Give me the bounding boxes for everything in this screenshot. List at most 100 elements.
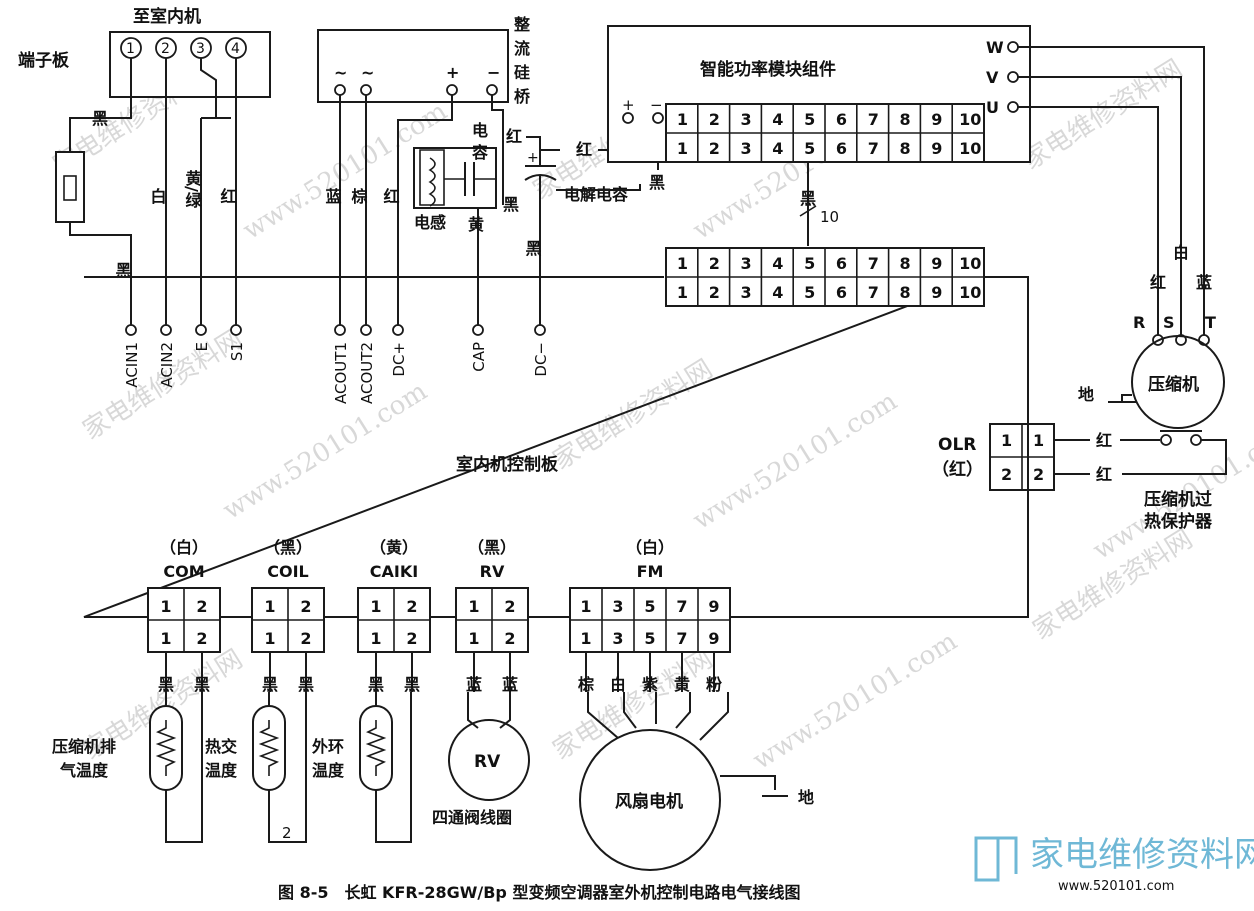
connector-pin: 5 [644,629,655,648]
rv-coil: RV 四通阀线圈 [432,692,530,827]
connector-pin: 1 [264,629,275,648]
fm-lead [587,692,619,739]
wire-color-label: 白 [148,187,167,204]
logo-url: www.520101.com [1058,879,1174,894]
connector-pin: 1 [370,629,381,648]
watermark-url: www.520101.com [748,626,963,776]
connector-pin: 9 [708,629,719,648]
fan-ground-label: 地 [798,788,814,807]
sensor-return [165,692,203,843]
inductor-icon [428,157,436,207]
fuse-wiring: 黑 黑 白 黄/绿 红 [55,58,237,325]
wire-color-label: 黄/绿 [183,169,202,209]
connector-pin: 8 [900,283,911,302]
connector-pin: 10 [959,254,981,273]
rectifier-title: 硅 [514,63,530,82]
wire-color-label: 黑 [262,675,278,694]
ipm-plus: + [622,96,635,114]
wire-color-label: 红 [1096,431,1112,450]
protector-label: 压缩机过 [1144,489,1212,510]
terminal-board-label: 端子板 [18,50,70,71]
capacitor-label: 电 [472,121,488,140]
wire-color-label: 黄 [674,675,690,694]
wire-color-label: 红 [576,140,592,159]
connector-pin: 7 [868,139,879,158]
connector-pin: 9 [708,597,719,616]
connector-pin: 2 [709,283,720,302]
site-logo: 家电维修资料网 www.520101.com [974,835,1254,894]
connector-pin: 10 [959,283,981,302]
olr-pin: 2 [1033,465,1044,484]
inductor-cap-frame [413,147,497,209]
wire-color-label: 黑 [158,675,174,694]
connector-color-label: （黑） [468,538,516,557]
connector-pin: 6 [836,283,847,302]
bus-slash [799,205,817,217]
phase-color-label: 蓝 [1196,273,1212,292]
sensor-label: 热交 [205,737,237,756]
logo-text: 家电维修资料网 [1030,835,1254,875]
control-board-title: 室内机控制板 [456,454,559,475]
wire-color-label: 黑 [194,675,210,694]
rectifier-term-symbol: + [446,63,459,82]
board-terminal-label: CAP [470,342,488,372]
connector-pin: 8 [900,254,911,273]
connector-pin: 10 [959,110,981,129]
connector-pin: 9 [931,283,942,302]
olr-connector: OLR （红） 1 1 2 2 红 红 压缩机过 热保护器 [932,423,1227,532]
wire-color-label: 紫 [642,675,658,694]
sensor-return [375,692,412,843]
board-terminal-label: ACOUT1 [332,342,350,404]
olr-pin: 2 [1001,465,1012,484]
phase-letter: V [986,68,999,87]
rectifier-terminal [486,84,498,96]
rectifier-term-symbol: ~ [334,63,347,82]
fan-motor-body [579,729,721,871]
watermark-site: 家电维修资料网 [1018,54,1188,176]
fuse-icon [63,175,77,201]
connector-pin: 7 [676,629,687,648]
sensor-label: 温度 [204,761,238,780]
board-terminal [534,324,546,336]
phase-terminal [1007,41,1019,53]
rectifier-bridge: 整 流 硅 桥 ~ ~ + − 蓝 棕 红 [317,15,531,325]
connector-pin: 3 [741,110,752,129]
thermistor-icon [365,720,387,776]
fm-lead [699,692,729,741]
bottom-connectors: （白）COM11黑22黑（黑）COIL11黑22黑（黄）CAIKI11黑22黑（… [147,538,731,694]
fm-lead [675,692,691,729]
watermark-site: 家电维修资料网 [548,644,718,766]
wire-color-label: 黑 [523,240,542,257]
board-terminal [195,324,207,336]
phase-color-label: 白 [1173,243,1189,262]
connector-pin: 1 [677,110,688,129]
wire-color-label: 黑 [113,262,132,279]
connector-color-label: （白） [160,538,208,557]
thermistor-body [252,705,286,791]
figure-caption: 图 8-5 长虹 KFR-28GW/Bp 型变频空调器室外机控制电路电气接线图 [278,883,800,902]
phase-terminal [1007,101,1019,113]
wire-phase-v [1018,76,1182,335]
wire-elec-to-ipm-minus [556,184,641,191]
connector-pin: 7 [868,110,879,129]
wire-protector-loop [1122,439,1227,475]
board-terminal-label: ACIN2 [158,342,176,388]
ground-lead [200,58,217,118]
board-terminal [160,324,172,336]
ipm-terminal [652,112,664,124]
olr-pin: 1 [1033,431,1044,450]
phase-terminal [1007,71,1019,83]
rectifier-frame [317,29,509,103]
connector-pin: 10 [959,139,981,158]
connector-pin: 4 [772,283,783,302]
temperature-sensors: 压缩机排 气温度 2 热交 温度 外环 温度 [52,692,412,843]
phase-letter: S [1163,313,1175,332]
connector-pin: 2 [300,629,311,648]
wire-phase-u [1018,106,1159,335]
connector-pin: 1 [160,597,171,616]
terminal-number: 3 [196,41,205,57]
